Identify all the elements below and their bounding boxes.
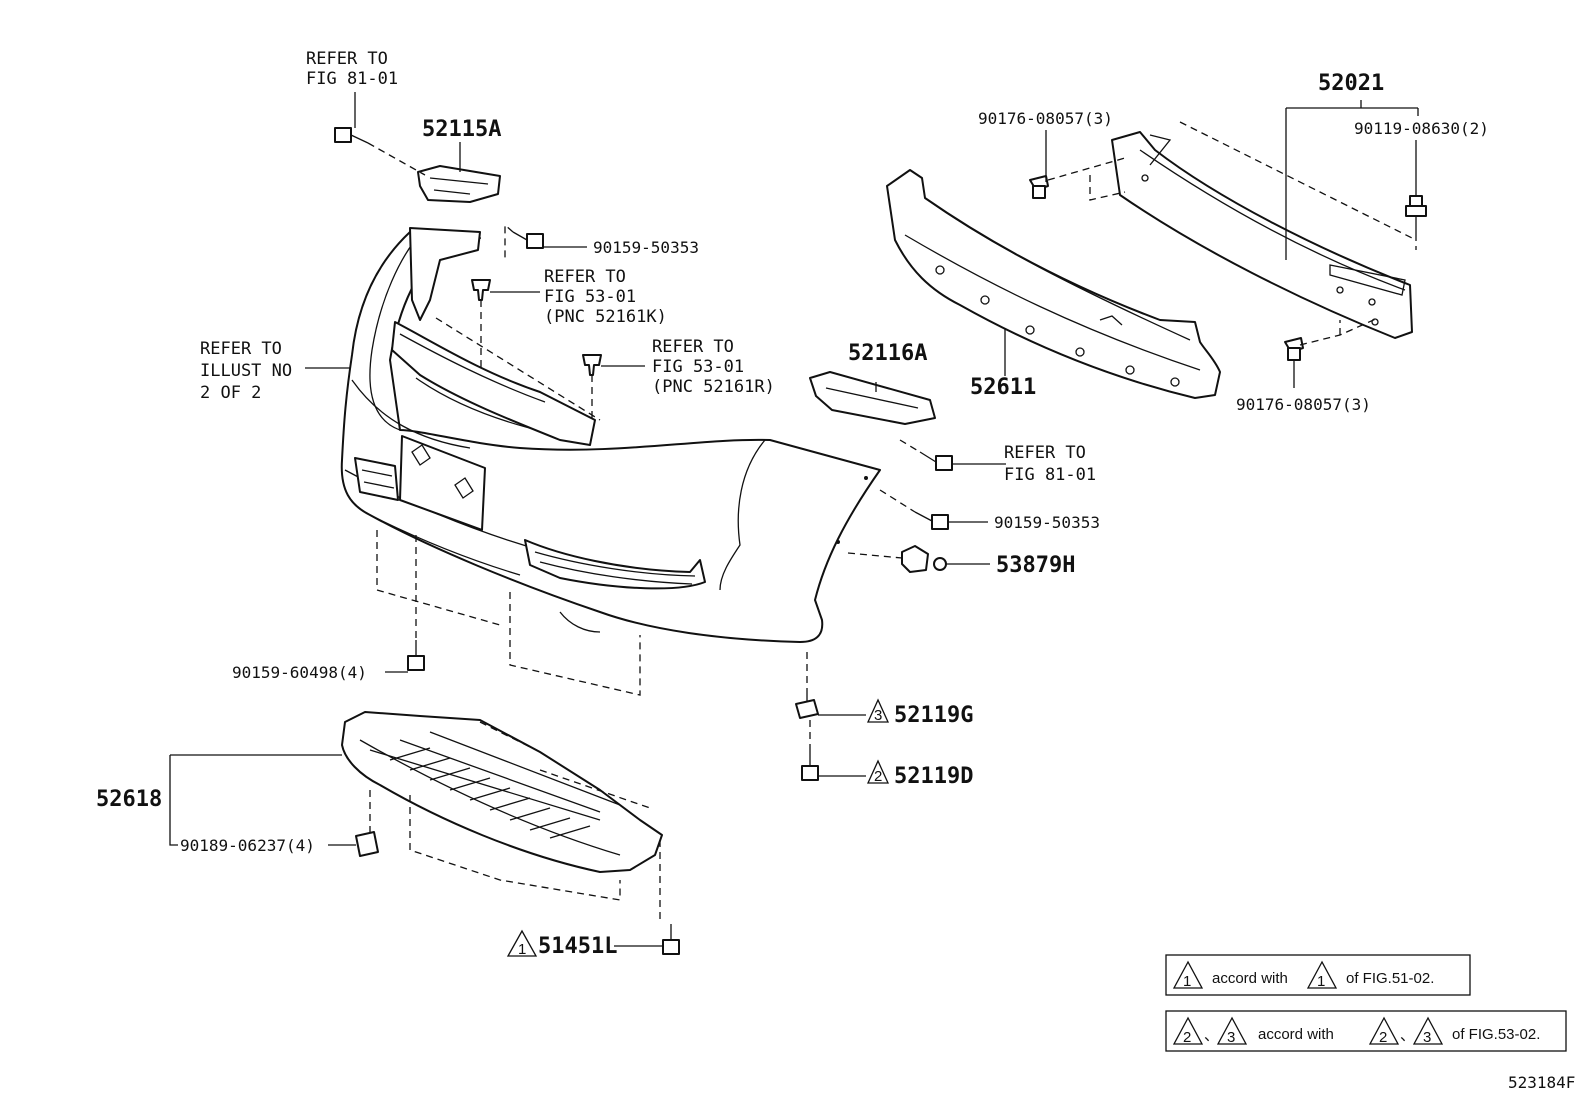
part-number-90189-06237: 90189-06237(4) bbox=[180, 836, 315, 855]
svg-text:FIG 53-01: FIG 53-01 bbox=[544, 287, 636, 307]
refer-note-53-01-r: REFER TO FIG 53-01 (PNC 52161R) bbox=[652, 337, 775, 397]
nut-icon bbox=[901, 545, 947, 573]
svg-text:2 OF 2: 2 OF 2 bbox=[200, 383, 261, 403]
refer-note-illust: REFER TO ILLUST NO 2 OF 2 bbox=[200, 339, 292, 403]
svg-text:accord with: accord with bbox=[1212, 970, 1288, 987]
assembly-lines bbox=[367, 121, 1417, 924]
clip-icon bbox=[795, 694, 819, 719]
svg-text:1: 1 bbox=[518, 941, 526, 958]
svg-text:3: 3 bbox=[874, 707, 882, 724]
reinforcement-52021-drawing bbox=[1111, 131, 1413, 339]
svg-text:2: 2 bbox=[1183, 1029, 1191, 1046]
part-number-90176-08057-top: 90176-08057(3) bbox=[978, 109, 1113, 128]
nut-icon bbox=[355, 831, 379, 857]
bolt-icon bbox=[919, 451, 953, 471]
part-number-52021: 52021 bbox=[1318, 71, 1384, 96]
svg-text:、: 、 bbox=[1400, 1027, 1415, 1044]
svg-text:、: 、 bbox=[1204, 1027, 1219, 1044]
part-number-52611: 52611 bbox=[970, 375, 1036, 400]
svg-text:of FIG.51-02.: of FIG.51-02. bbox=[1346, 970, 1434, 987]
figure-id: 523184F bbox=[1508, 1073, 1575, 1092]
svg-text:FIG 53-01: FIG 53-01 bbox=[652, 357, 744, 377]
svg-text:2: 2 bbox=[874, 768, 882, 785]
legend-note-1: 1 accord with 1 of FIG.51-02. bbox=[1165, 954, 1471, 996]
marker-triangle-3-52119G: 3 bbox=[866, 698, 890, 724]
svg-text:FIG 81-01: FIG 81-01 bbox=[1004, 465, 1096, 485]
bracket-52116A-drawing bbox=[809, 371, 936, 425]
svg-text:(PNC 52161R): (PNC 52161R) bbox=[652, 377, 775, 397]
legend-note-2: 2 、 3 accord with 2 、 3 of FIG.53-02. bbox=[1165, 1010, 1567, 1052]
marker-triangle-1-51451L: 1 bbox=[506, 929, 538, 958]
under-cover-52618-drawing bbox=[341, 711, 663, 873]
svg-text:REFER TO: REFER TO bbox=[1004, 443, 1086, 463]
screw-icon bbox=[407, 640, 425, 671]
part-number-52119G: 52119G bbox=[894, 703, 973, 728]
fasteners bbox=[334, 127, 1427, 955]
part-number-51451L: 51451L bbox=[538, 934, 617, 959]
svg-text:of FIG.53-02.: of FIG.53-02. bbox=[1452, 1026, 1540, 1043]
refer-note-53-01-k: REFER TO FIG 53-01 (PNC 52161K) bbox=[544, 267, 667, 327]
part-number-52618: 52618 bbox=[96, 787, 162, 812]
leader-lines bbox=[169, 92, 1419, 947]
screw-icon bbox=[512, 231, 544, 249]
svg-text:REFER TO: REFER TO bbox=[652, 337, 734, 357]
svg-text:REFER TO: REFER TO bbox=[544, 267, 626, 287]
svg-text:3: 3 bbox=[1227, 1029, 1235, 1046]
part-number-90159-60498: 90159-60498(4) bbox=[232, 663, 367, 682]
part-number-52115A: 52115A bbox=[422, 117, 501, 142]
svg-text:REFER TO: REFER TO bbox=[200, 339, 282, 359]
clip-icon bbox=[582, 354, 602, 376]
part-number-90119-08630: 90119-08630(2) bbox=[1354, 119, 1489, 138]
screw-icon bbox=[801, 750, 819, 781]
svg-text:2: 2 bbox=[1379, 1029, 1387, 1046]
svg-text:1: 1 bbox=[1183, 973, 1191, 990]
bolt-icon bbox=[1405, 195, 1427, 234]
svg-text:accord with: accord with bbox=[1258, 1026, 1334, 1043]
refer-note-81-01-top: REFER TO FIG 81-01 bbox=[306, 49, 398, 89]
clip-icon bbox=[471, 279, 491, 301]
rivet-icon bbox=[1284, 337, 1304, 361]
screw-icon bbox=[662, 924, 680, 955]
absorber-52611-drawing bbox=[886, 169, 1221, 399]
part-number-90176-08057-bottom: 90176-08057(3) bbox=[1236, 395, 1371, 414]
part-number-52119D: 52119D bbox=[894, 764, 973, 789]
svg-text:1: 1 bbox=[1317, 973, 1325, 990]
part-number-90159-50353-top: 90159-50353 bbox=[593, 238, 699, 257]
part-number-90159-50353-right: 90159-50353 bbox=[994, 513, 1100, 532]
grille-drawing bbox=[391, 227, 596, 446]
bolt-icon bbox=[334, 127, 369, 144]
svg-text:3: 3 bbox=[1423, 1029, 1431, 1046]
svg-text:REFER TO: REFER TO bbox=[306, 49, 388, 69]
svg-text:FIG 81-01: FIG 81-01 bbox=[306, 69, 398, 89]
marker-triangle-2-52119D: 2 bbox=[866, 759, 890, 785]
part-number-53879H: 53879H bbox=[996, 553, 1075, 578]
refer-note-81-01-mid: REFER TO FIG 81-01 bbox=[1004, 443, 1096, 485]
part-number-52116A: 52116A bbox=[848, 341, 927, 366]
rivet-icon bbox=[1029, 175, 1049, 199]
bracket-52115A-drawing bbox=[417, 165, 501, 203]
screw-icon bbox=[914, 511, 949, 530]
svg-text:ILLUST NO: ILLUST NO bbox=[200, 361, 292, 381]
svg-text:(PNC 52161K): (PNC 52161K) bbox=[544, 307, 667, 327]
